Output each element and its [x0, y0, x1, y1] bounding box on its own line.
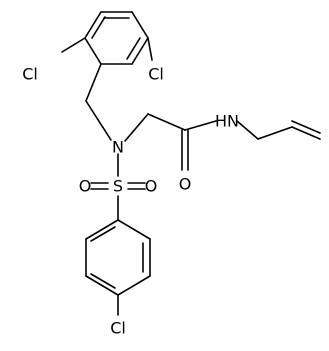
bond-n-ch2 [124, 113, 149, 142]
chlorophenyl-ring [85, 219, 151, 296]
bond-ch2-ch [257, 126, 293, 140]
atom-cl-bottom: Cl [110, 319, 126, 338]
atom-o-amide: O [179, 175, 192, 194]
dichlorophenyl-ring [84, 11, 149, 65]
atom-cl-right: Cl [148, 65, 164, 84]
bond-cl-right [147, 37, 153, 61]
atom-s-sulfonyl: S [113, 177, 123, 196]
atom-n-amide: N [227, 112, 239, 131]
atom-n-sulfonamide: N [112, 138, 124, 157]
bond-ch2-n [85, 100, 112, 141]
bond-ring-ch2 [85, 63, 102, 102]
bond-ch-ch2-1 [291, 126, 321, 140]
atom-cl-left: Cl [22, 65, 38, 84]
bond-cl-left [61, 37, 86, 53]
atom-o-sulfonyl-right: O [145, 177, 158, 196]
bond-ch-ch2-2 [291, 120, 321, 134]
bond-carbonyl-nh [184, 120, 217, 131]
bond-ch2-carbonyl [147, 113, 186, 131]
bond-nh-ch2 [236, 120, 259, 140]
atom-o-sulfonyl-left: O [79, 177, 92, 196]
atom-h-amide: H [215, 112, 227, 131]
